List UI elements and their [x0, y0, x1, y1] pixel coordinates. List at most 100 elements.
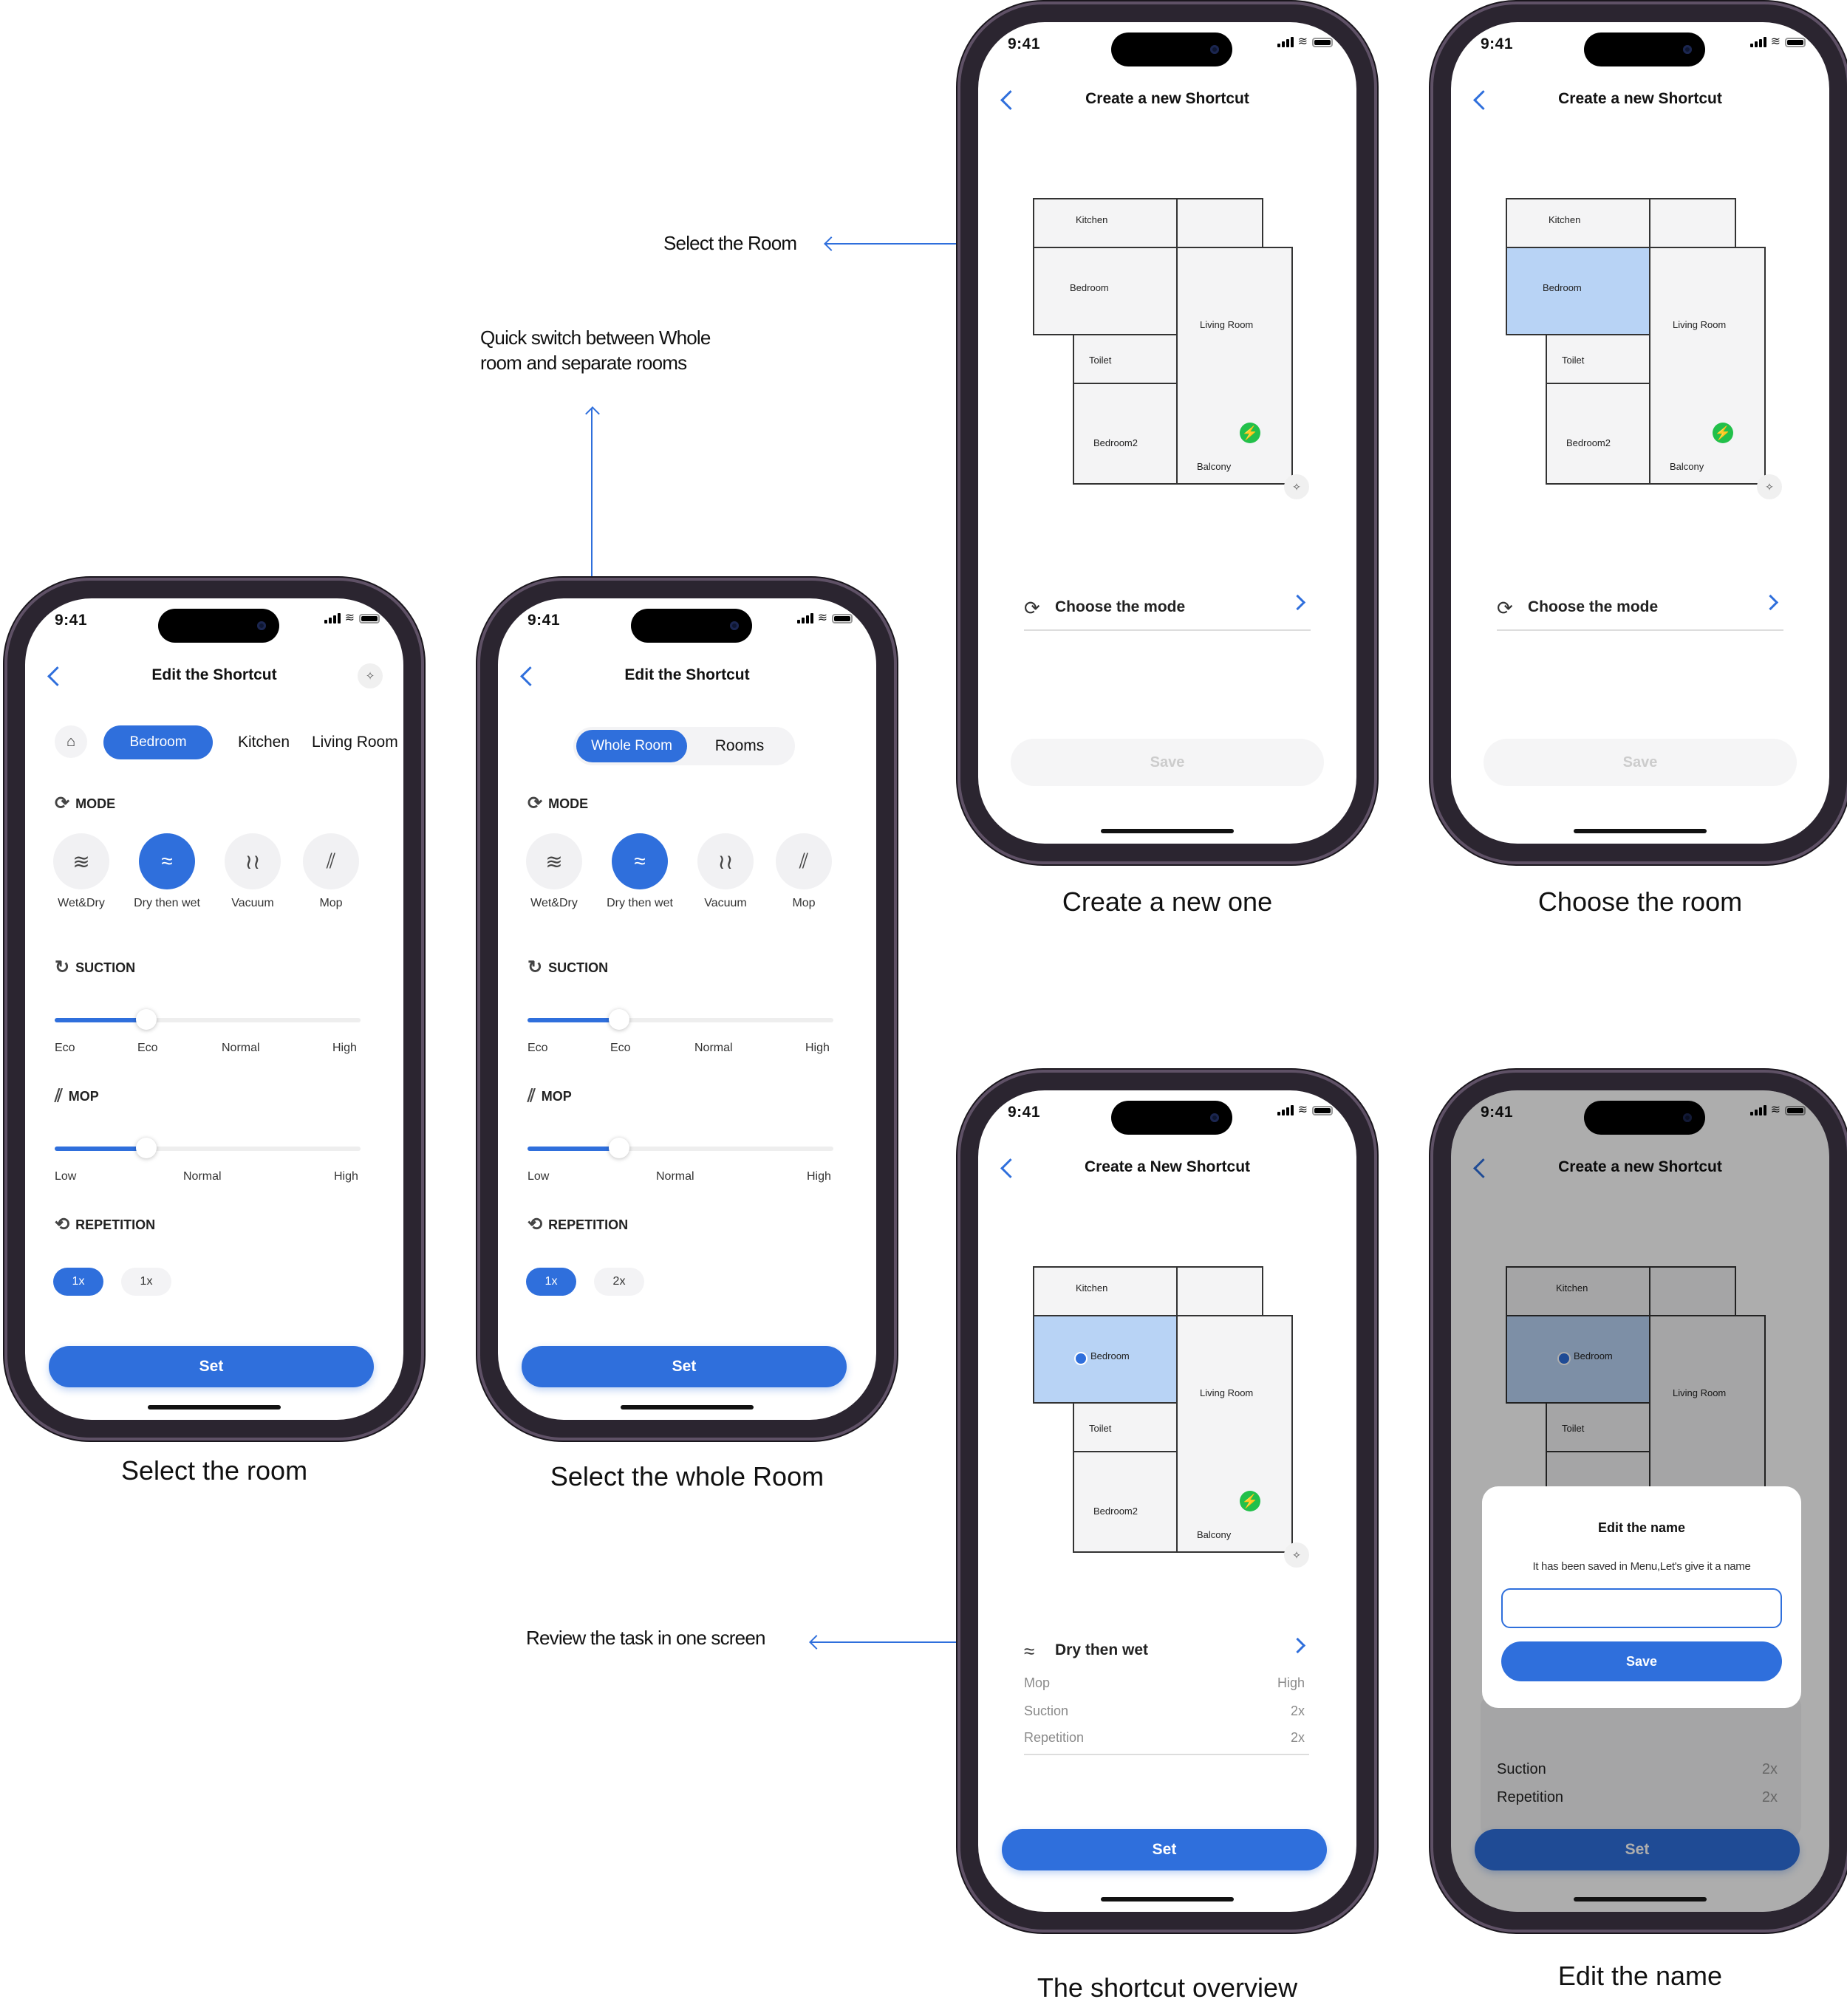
name-input[interactable] — [1501, 1588, 1782, 1628]
arrowhead-quick-switch — [585, 406, 600, 421]
choose-mode-row[interactable]: ⟳ Choose the mode — [1497, 591, 1783, 631]
suction-heading: ↻SUCTION — [528, 957, 609, 977]
room-balcony[interactable] — [1176, 383, 1293, 485]
room-balcony[interactable] — [1649, 383, 1766, 485]
room-kitchen[interactable] — [1033, 1266, 1178, 1318]
repetition-chip[interactable]: 2x — [594, 1268, 644, 1296]
dialog-save-button[interactable]: Save — [1501, 1641, 1782, 1681]
status-icons: ≋ — [796, 612, 853, 624]
mop-knob[interactable] — [136, 1138, 157, 1158]
tab-living-room[interactable]: Living Room — [312, 734, 398, 751]
suction-tick: Eco — [137, 1042, 158, 1054]
suction-slider[interactable] — [528, 1009, 833, 1030]
mop-slider[interactable] — [55, 1138, 361, 1158]
set-button[interactable]: Set — [522, 1346, 847, 1387]
phone-select-whole-room: 9:41 ≋ Edit the Shortcut Whole Room Room… — [480, 581, 894, 1438]
segment-rooms[interactable]: Rooms — [714, 737, 765, 754]
map-label-bedroom2: Bedroom2 — [1093, 437, 1138, 448]
mop-fill — [528, 1147, 620, 1151]
caption-select-room: Select the room — [120, 1455, 308, 1486]
magic-icon[interactable]: ✧ — [1284, 474, 1309, 499]
arrow-review — [810, 1641, 980, 1643]
mode-summary-row[interactable]: ≈ Dry then wet — [1024, 1634, 1311, 1672]
screen: 9:41 ≋ Create a new Shortcut Kitchen Bed… — [1451, 1090, 1829, 1912]
mode-vacuum[interactable]: ≀≀ — [697, 833, 754, 889]
room-upper-right[interactable] — [1649, 198, 1736, 250]
mop-tick: High — [807, 1170, 831, 1183]
mode-dry-then-wet[interactable]: ≈ — [139, 833, 195, 889]
mop-slider[interactable] — [528, 1138, 833, 1158]
status-icons: ≋ — [1749, 36, 1806, 48]
status-icons: ≋ — [324, 612, 380, 624]
repetition-chip[interactable]: 1x — [53, 1268, 103, 1296]
mode-wet-dry[interactable]: ≋ — [53, 833, 109, 889]
mop-icon: ⫽ — [55, 1086, 63, 1106]
repetition-chip[interactable]: 1x — [121, 1268, 171, 1296]
room-kitchen[interactable] — [1033, 198, 1178, 250]
room-upper-right[interactable] — [1176, 198, 1263, 250]
segment-whole-room[interactable]: Whole Room — [576, 730, 687, 762]
set-button[interactable]: Set — [1002, 1829, 1327, 1870]
phone-shortcut-overview: 9:41 ≋ Create a New Shortcut Kitchen Bed… — [960, 1073, 1374, 1930]
repetition-heading: ⟲REPETITION — [55, 1214, 156, 1234]
home-icon[interactable]: ⌂ — [55, 725, 87, 758]
room-kitchen[interactable] — [1506, 1266, 1650, 1318]
magic-icon[interactable]: ✧ — [1284, 1542, 1309, 1568]
wifi-icon: ≋ — [1297, 1104, 1308, 1116]
mop-fill — [55, 1147, 147, 1151]
map-label-bedroom: Bedroom — [1543, 282, 1582, 293]
page-title: Edit the Shortcut — [151, 666, 277, 683]
summary-card — [1481, 1696, 1801, 1836]
status-time: 9:41 — [1008, 35, 1041, 52]
phone-edit-name: 9:41 ≋ Create a new Shortcut Kitchen Bed… — [1433, 1073, 1847, 1930]
home-indicator — [1574, 1897, 1707, 1901]
mode-mop[interactable]: ⫽ — [303, 833, 359, 889]
room-upper-right[interactable] — [1176, 1266, 1263, 1318]
caption-create-new: Create a new one — [1062, 886, 1273, 917]
suction-knob[interactable] — [136, 1009, 157, 1030]
repetition-chip[interactable]: 1x — [526, 1268, 576, 1296]
floor-map: Kitchen Bedroom Living Room Toilet Bedro… — [1033, 1266, 1293, 1562]
room-bedroom2[interactable] — [1073, 1451, 1178, 1553]
suction-knob[interactable] — [609, 1009, 630, 1030]
mode-mop[interactable]: ⫽ — [776, 833, 832, 889]
room-toilet[interactable] — [1546, 1402, 1650, 1452]
room-balcony[interactable] — [1176, 1451, 1293, 1553]
room-bedroom2[interactable] — [1073, 383, 1178, 485]
choose-mode-row[interactable]: ⟳ Choose the mode — [1024, 591, 1311, 631]
dialog-message: It has been saved in Menu,Let's give it … — [1532, 1560, 1751, 1573]
save-button[interactable]: Save — [1484, 739, 1797, 786]
screen: 9:41 ≋ Create a new Shortcut Kitchen Bed… — [1451, 22, 1829, 844]
page-title: Edit the Shortcut — [624, 666, 750, 683]
save-button[interactable]: Save — [1011, 739, 1324, 786]
room-bedroom[interactable] — [1506, 247, 1650, 335]
tab-bedroom[interactable]: Bedroom — [103, 725, 213, 759]
map-label-toilet: Toilet — [1089, 1423, 1112, 1434]
mode-label: Dry then wet — [134, 897, 200, 909]
mode-label: Mop — [792, 897, 816, 909]
page-title: Create a new Shortcut — [1085, 90, 1249, 107]
arrow-quick-switch — [591, 408, 593, 578]
mode-vacuum[interactable]: ≀≀ — [225, 833, 281, 889]
room-upper-right[interactable] — [1649, 1266, 1736, 1318]
mode-dry-then-wet[interactable]: ≈ — [612, 833, 668, 889]
choose-mode-label: Choose the mode — [1055, 598, 1186, 615]
set-button[interactable]: Set — [49, 1346, 374, 1387]
repeat-icon: ⟲ — [528, 1214, 543, 1234]
room-bedroom[interactable] — [1506, 1315, 1650, 1404]
set-button[interactable]: Set — [1475, 1829, 1800, 1870]
mop-tick: Low — [55, 1170, 77, 1183]
room-bedroom2[interactable] — [1546, 383, 1650, 485]
mop-knob[interactable] — [609, 1138, 630, 1158]
suction-slider[interactable] — [55, 1009, 361, 1030]
magic-icon[interactable]: ✧ — [358, 663, 383, 688]
room-toilet[interactable] — [1073, 1402, 1178, 1452]
tab-kitchen[interactable]: Kitchen — [237, 734, 290, 751]
suction-heading: ↻SUCTION — [55, 957, 136, 977]
mode-wet-dry[interactable]: ≋ — [526, 833, 582, 889]
signal-icon — [1749, 1105, 1766, 1115]
magic-icon[interactable]: ✧ — [1757, 474, 1782, 499]
room-selected-dot — [1557, 1352, 1571, 1365]
suction-tick: Eco — [55, 1042, 75, 1054]
